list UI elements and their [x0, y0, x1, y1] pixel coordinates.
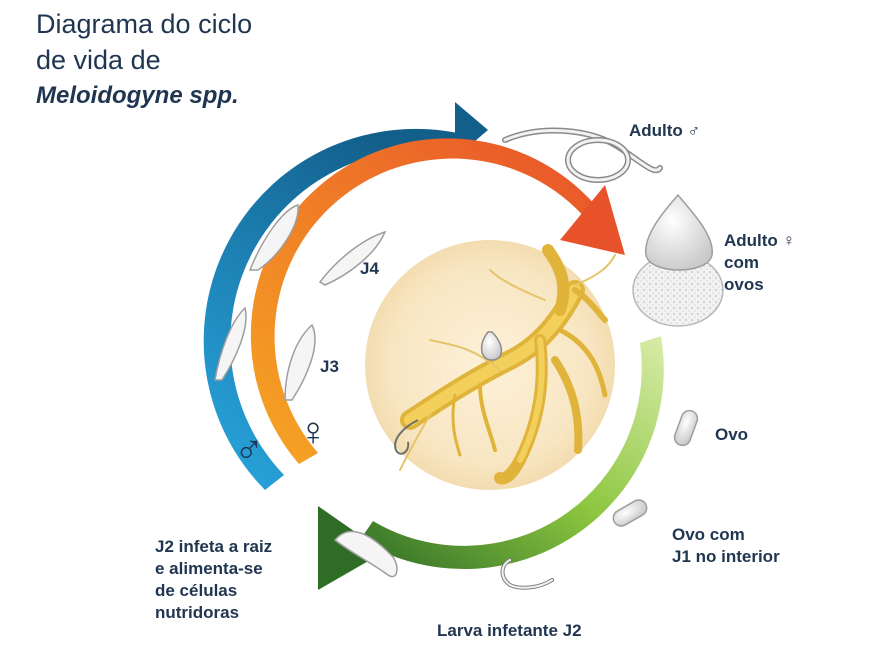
female-arc-arrowhead	[560, 185, 625, 255]
j4-juvenile-icon	[318, 230, 387, 286]
label-j3: J3	[320, 357, 339, 376]
egg-icon	[673, 409, 699, 447]
female-development-arc	[250, 138, 597, 465]
label-egg-with-j1: Ovo com J1 no interior	[672, 525, 780, 566]
male-juveniles	[214, 204, 299, 381]
female-juveniles	[284, 230, 387, 401]
male-juvenile-2-icon	[214, 306, 247, 381]
egg-to-larva-arc	[360, 336, 664, 570]
female-symbol-icon: ♀	[298, 410, 328, 454]
j3-juvenile-icon	[284, 323, 316, 401]
entering-juvenile-icon	[394, 419, 419, 455]
male-development-arc	[203, 128, 463, 491]
adult-female-with-eggs-icon	[632, 193, 724, 327]
title-line-2: de vida de	[36, 45, 161, 75]
male-juvenile-1-icon	[248, 204, 299, 271]
label-j4: J4	[360, 259, 379, 278]
label-egg: Ovo	[715, 425, 749, 444]
feeding-female-icon	[480, 331, 503, 361]
label-adult-female: Adulto ♀ com ovos	[724, 231, 796, 294]
label-j2-infects-root: J2 infeta a raiz e alimenta-se de célula…	[155, 537, 273, 622]
diagram-title: Diagrama do ciclo de vida de Meloidogyne…	[36, 6, 252, 114]
adult-male-icon	[502, 127, 663, 183]
egg-with-j1-icon	[612, 499, 648, 527]
label-larva-j2: Larva infetante J2	[437, 621, 582, 640]
title-line-3: Meloidogyne spp.	[36, 82, 239, 109]
male-symbol-icon: ♂	[234, 428, 264, 472]
label-adult-male: Adulto ♂	[629, 121, 701, 140]
title-line-1: Diagrama do ciclo	[36, 9, 253, 39]
infected-root-illustration	[399, 244, 616, 485]
j2-infecting-icon	[333, 530, 398, 578]
